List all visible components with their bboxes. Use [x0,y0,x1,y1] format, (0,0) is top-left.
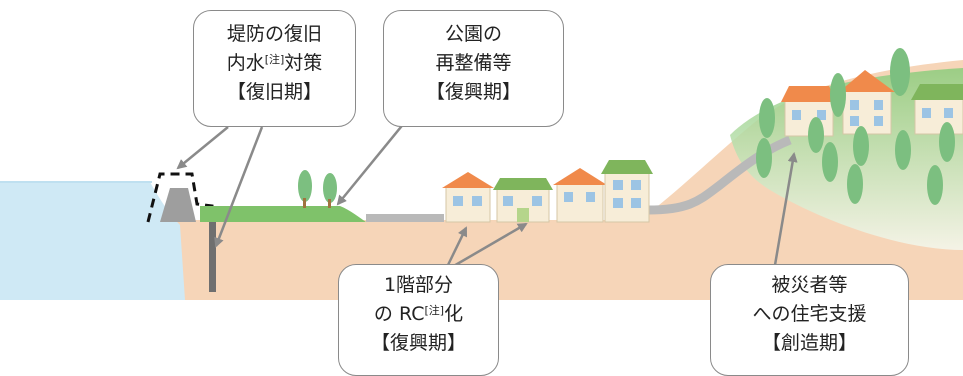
embankment-outline [146,172,214,223]
callout-text: 対策 [284,52,323,74]
callout-line: 再整備等 [435,52,512,74]
callout-line: への住宅支援 [752,303,867,325]
callout-line: 内水[注]対策 [194,49,355,78]
callout-phase: 【復興期】 [425,81,521,103]
callout-line: の RC[注]化 [339,300,498,329]
park-tree [298,170,312,202]
arrow-to-park [336,121,406,206]
hilltop-house [911,84,963,135]
callout-line: 公園の [444,23,502,45]
callout-line: 1階部分 [383,274,454,296]
callout-housing-support: 被災者等 への住宅支援 【創造期】 [710,264,909,376]
park-tree-trunk [328,199,331,208]
road-segment [366,214,444,222]
footnote-mark: [注] [424,304,445,317]
callout-line: 被災者等 [771,274,848,296]
callout-phase: 【復旧期】 [226,81,322,103]
house [553,168,607,223]
drainage-pole [209,222,216,292]
embankment [160,188,196,222]
park-lawn [200,206,366,222]
house [601,160,653,223]
house [493,178,553,223]
callout-line: 堤防の復旧 [226,23,322,45]
callout-phase: 【復興期】 [370,332,466,354]
callout-park-redevelopment: 公園の 再整備等 【復興期】 [383,10,564,127]
callout-text: の RC [373,303,425,325]
arrow-to-hillside [773,152,798,266]
hilltop-house [839,70,895,135]
arrow-to-house-1 [446,226,468,266]
sea [0,182,185,300]
park-tree [323,173,337,203]
arrow-to-drainage [214,126,264,248]
arrow-to-embankment [176,126,229,170]
callout-phase: 【創造期】 [761,332,857,354]
house [442,172,494,223]
callout-text: 化 [444,303,464,325]
callout-text: 内水 [226,52,265,74]
park-tree-trunk [303,198,306,208]
arrow-to-house-2 [451,222,528,269]
callout-first-floor-rc: 1階部分 の RC[注]化 【復興期】 [338,264,499,376]
hill-trees [756,48,955,205]
callout-embankment-restoration: 堤防の復旧 内水[注]対策 【復旧期】 [193,10,356,127]
footnote-mark: [注] [264,53,285,66]
